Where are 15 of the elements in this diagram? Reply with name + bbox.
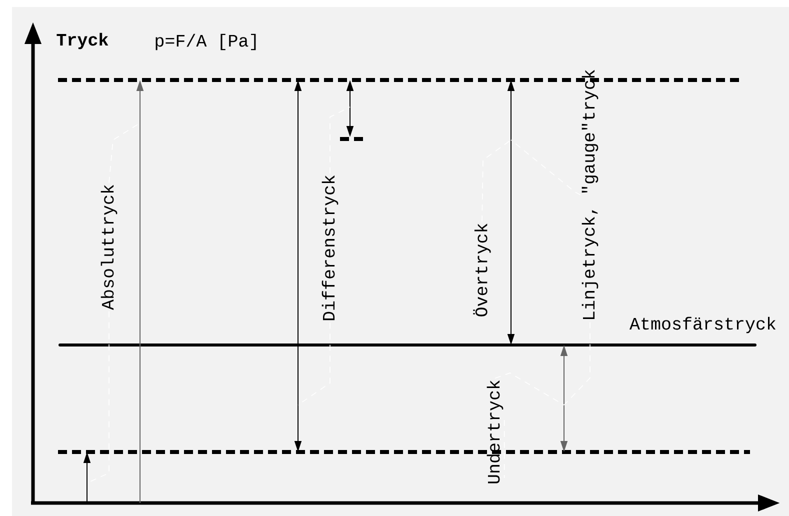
rotated-label: Absoluttryck [100, 184, 118, 310]
leader-line [494, 372, 564, 406]
rotated-label: Differenstryck [322, 175, 338, 320]
axis-label: Tryck [56, 32, 108, 50]
rotated-label: Övertryck [473, 224, 491, 316]
rotated-label: Linjetryck, "gauge"tryck [582, 70, 598, 319]
leader-line [482, 140, 512, 222]
leader-line [108, 122, 140, 184]
leader-line [564, 322, 590, 406]
rotated-label: Undertryck [486, 380, 504, 484]
leader-line [330, 106, 350, 174]
leader-line [298, 322, 330, 406]
axis-label: Atmosfärstryck [630, 316, 776, 334]
leader-line [510, 140, 582, 196]
axis-label: p=F/A [Pa] [156, 34, 256, 50]
